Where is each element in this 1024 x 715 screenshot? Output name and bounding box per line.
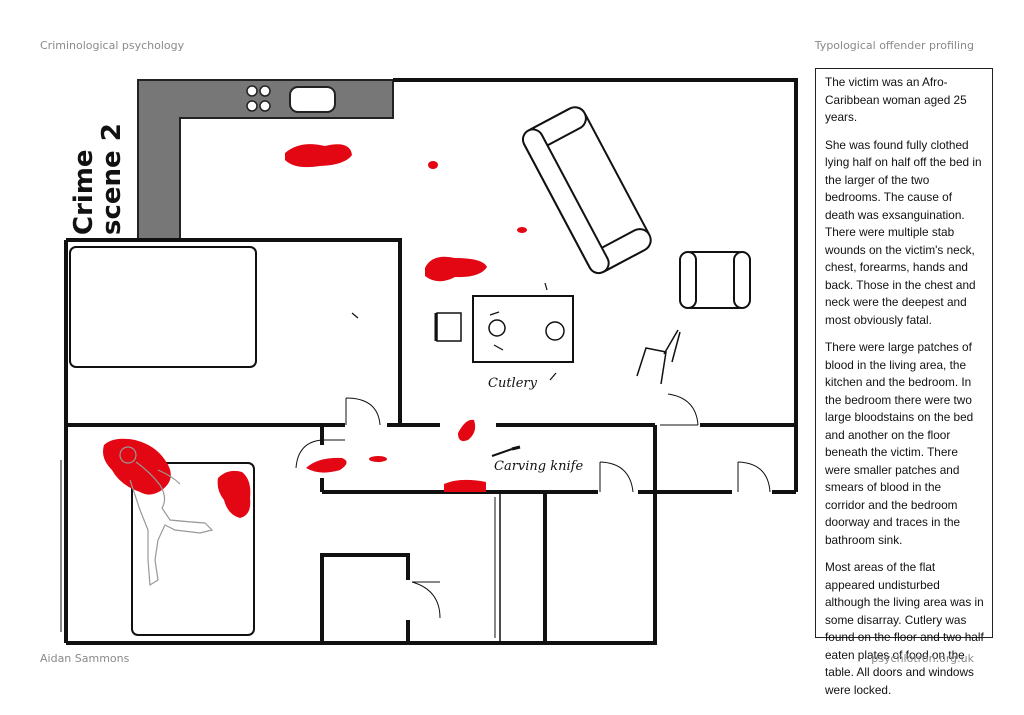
header-subject: Criminological psychology — [40, 39, 185, 52]
header-topic: Typological offender profiling — [814, 39, 974, 52]
doors — [295, 393, 771, 619]
victim-outline — [119, 446, 214, 587]
hob-icon — [246, 85, 271, 112]
chair — [436, 312, 462, 342]
cutlery-icon — [351, 282, 557, 381]
overturned-chair — [636, 329, 681, 385]
description-paragraph-3: There were large patches of blood in the… — [825, 340, 974, 547]
sofa — [521, 106, 652, 275]
bed-small-bedroom — [69, 246, 257, 368]
label-carving-knife: Carving knife — [494, 459, 583, 474]
crime-scene-title-line1: Crime — [69, 149, 99, 235]
crime-scene-title-line2: scene 2 — [97, 123, 127, 235]
plate-icon — [545, 321, 565, 341]
label-cutlery: Cutlery — [488, 376, 538, 391]
kitchen-sink — [289, 86, 336, 113]
armchair — [679, 251, 751, 309]
footer-website: psychlotron.org.uk — [871, 652, 974, 665]
floor-plan: Crime scene 2 Cutlery Carving knife — [60, 78, 798, 645]
description-paragraph-4: Most areas of the flat appeared undistur… — [825, 560, 984, 697]
plate-icon — [488, 319, 506, 337]
description-paragraph-1: The victim was an Afro-Caribbean woman a… — [825, 75, 967, 124]
knife-icon — [491, 445, 521, 457]
description-paragraph-2: She was found fully clothed lying half o… — [825, 137, 982, 327]
case-description: The victim was an Afro-Caribbean woman a… — [815, 68, 993, 697]
footer-author: Aidan Sammons — [40, 652, 130, 665]
windows — [60, 460, 496, 638]
